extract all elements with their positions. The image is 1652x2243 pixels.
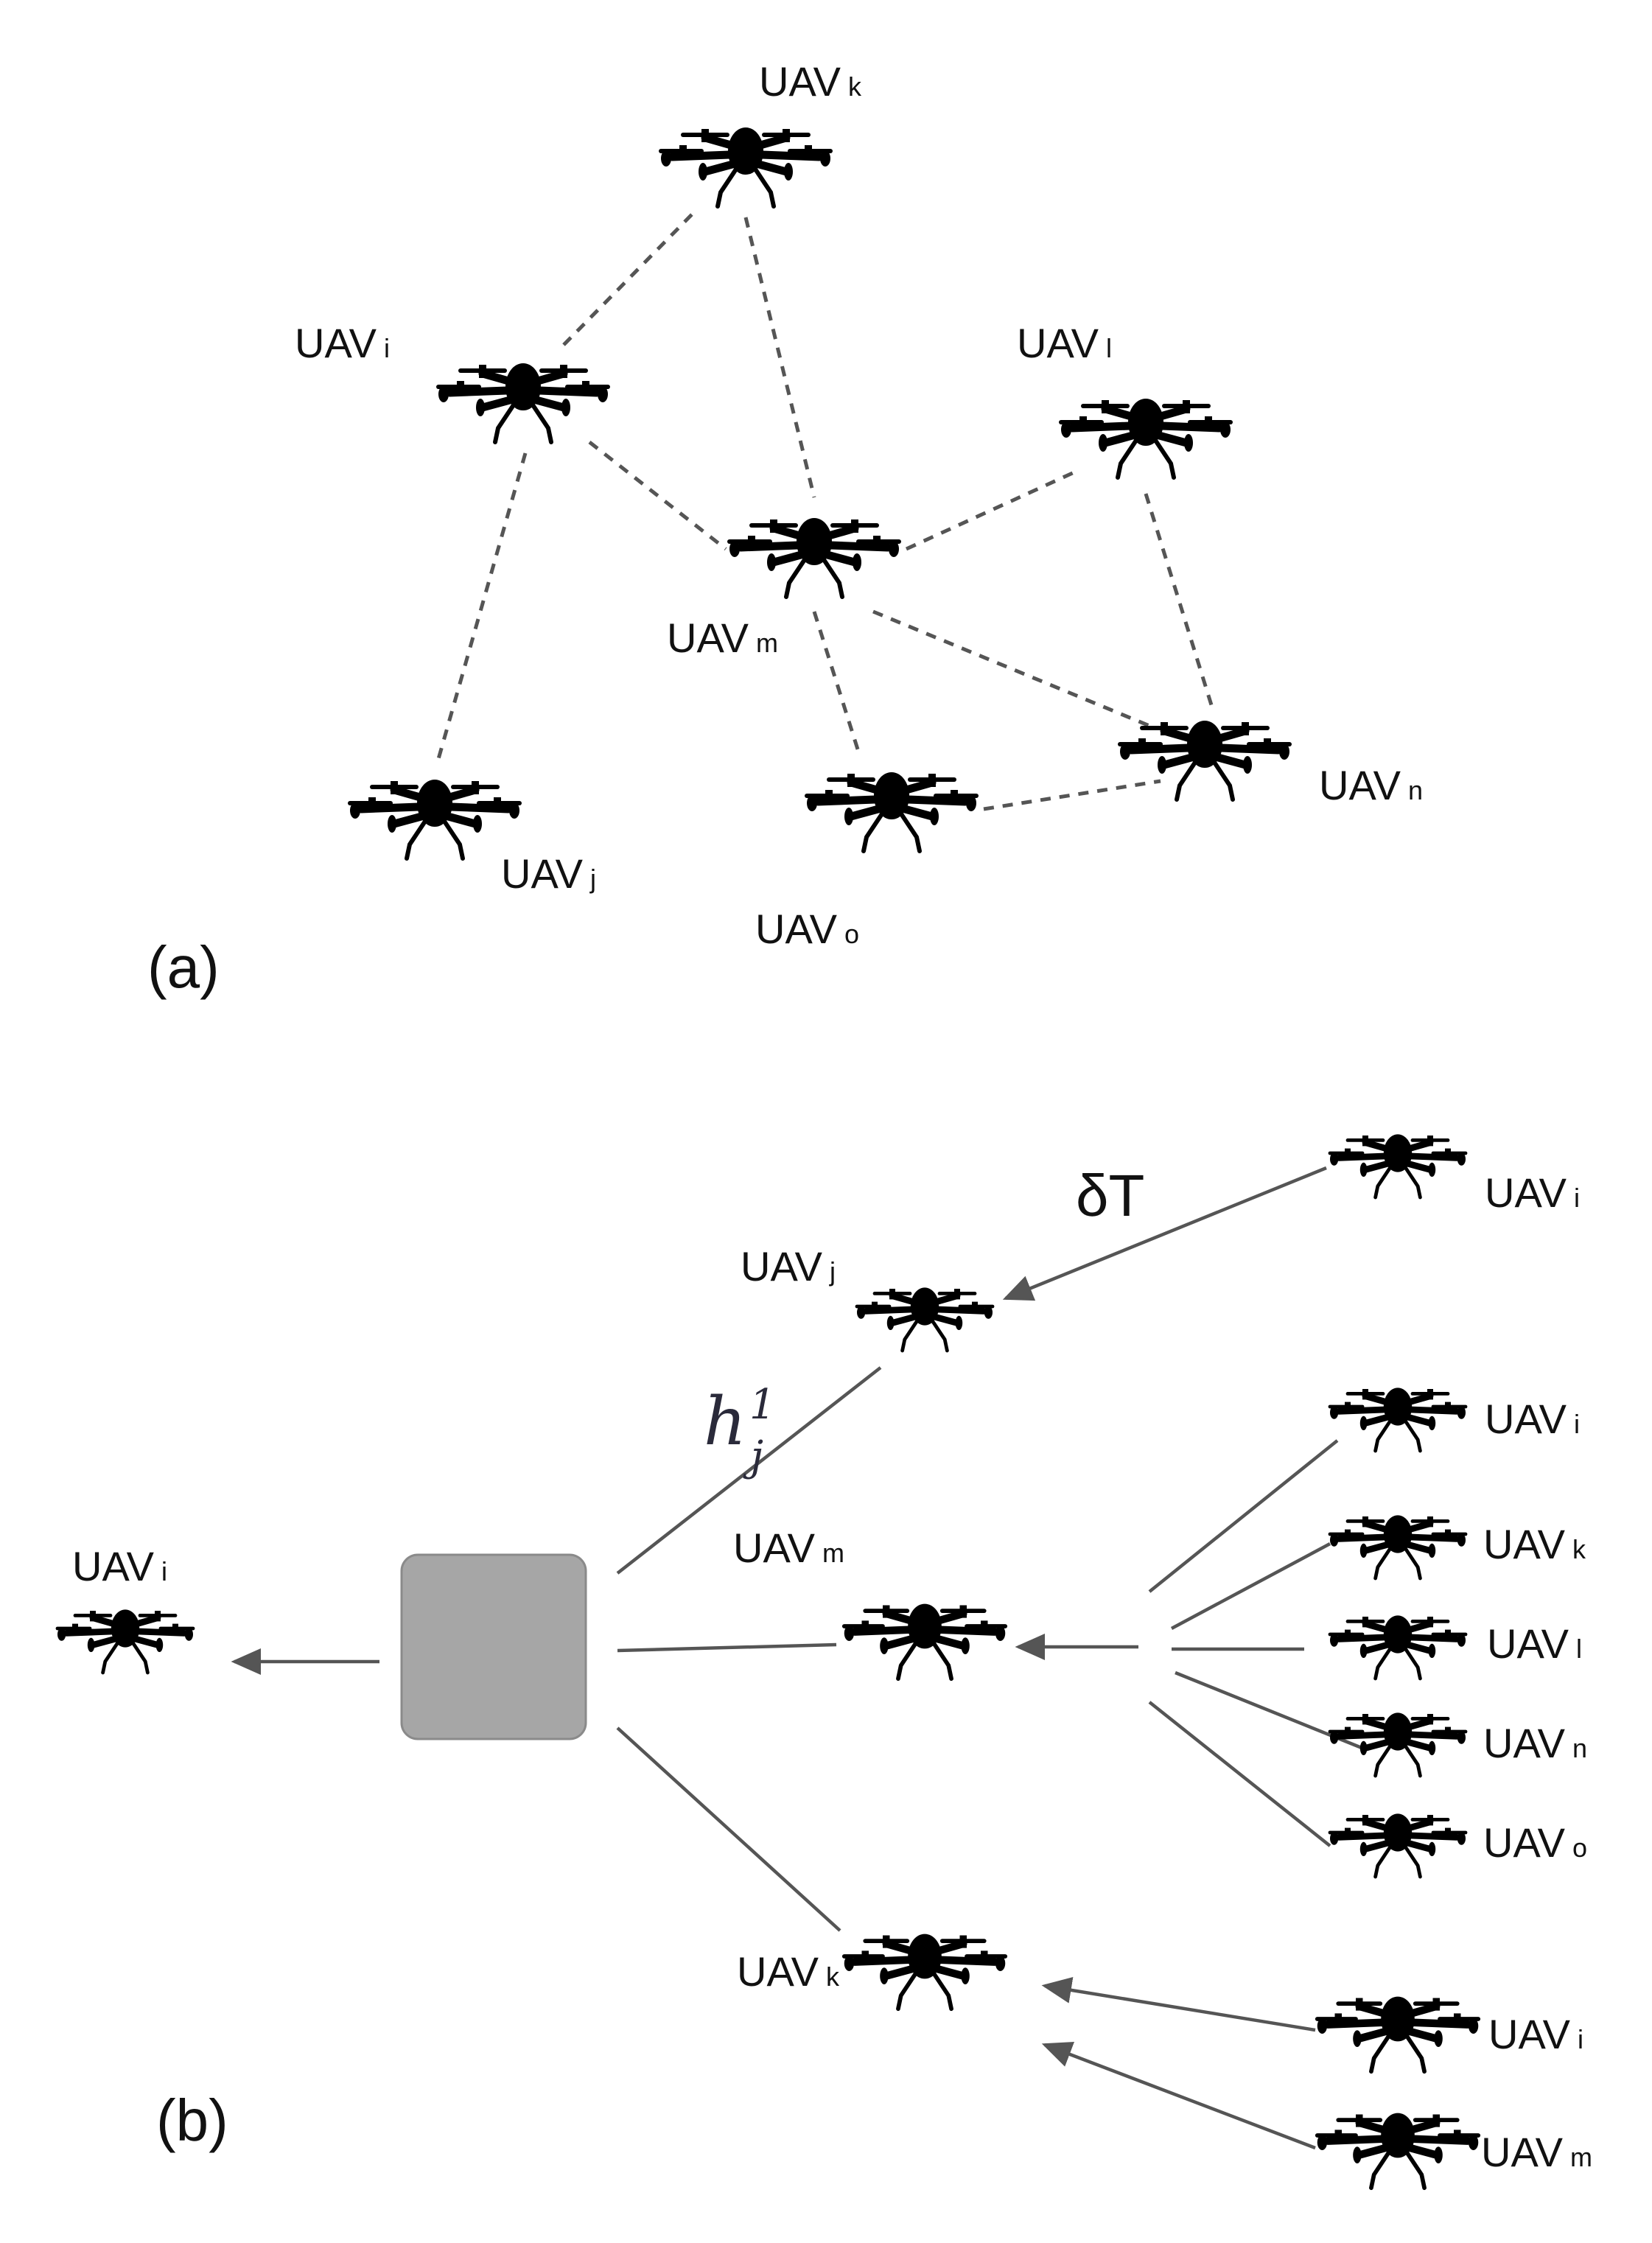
drone-icon	[857, 1287, 993, 1351]
panel-a-tag: (a)	[147, 934, 220, 1000]
drone-icon	[1317, 1997, 1479, 2072]
link-m-n	[872, 609, 1150, 728]
link-l-n	[1144, 493, 1214, 708]
drone-icon	[1330, 1515, 1466, 1578]
drone-icon	[1120, 721, 1289, 799]
edge-box-m	[617, 1642, 837, 1653]
link-k-m	[743, 217, 816, 498]
drone-icon	[729, 518, 899, 597]
aggregator-box	[400, 1553, 587, 1740]
drone-icon	[807, 772, 976, 851]
link-i-k	[562, 212, 694, 346]
drone-icon	[1330, 1388, 1466, 1451]
link-i-m	[588, 441, 727, 550]
fan-k	[1170, 1542, 1331, 1630]
link-i-j	[436, 452, 528, 760]
link-m-o	[812, 611, 861, 752]
arrow-i-to-j	[1002, 1166, 1327, 1301]
drone-icon	[1330, 1813, 1466, 1877]
drone-icon	[1317, 2113, 1479, 2188]
label-delta-t: δT	[1076, 1163, 1144, 1228]
arrow-i-to-k	[1041, 1977, 1316, 2032]
edge-box-j	[616, 1366, 882, 1575]
drone-icon	[1330, 1615, 1466, 1679]
drone-icon	[350, 780, 519, 858]
drone-icon	[57, 1609, 193, 1673]
fan-o	[1148, 1701, 1331, 1847]
drone-icon	[1330, 1134, 1466, 1197]
drone-icon	[844, 1604, 1006, 1679]
link-o-n	[983, 779, 1161, 811]
link-m-l	[905, 469, 1077, 551]
fan-i	[1148, 1439, 1339, 1593]
drone-icon	[661, 127, 830, 206]
arrow-m-to-k	[1041, 2042, 1316, 2150]
drone-icon	[844, 1934, 1006, 2009]
panel-b-tag: (b)	[156, 2088, 228, 2153]
drone-icon	[1061, 399, 1231, 477]
edge-box-k	[616, 1726, 841, 1932]
drone-icon	[438, 363, 608, 442]
